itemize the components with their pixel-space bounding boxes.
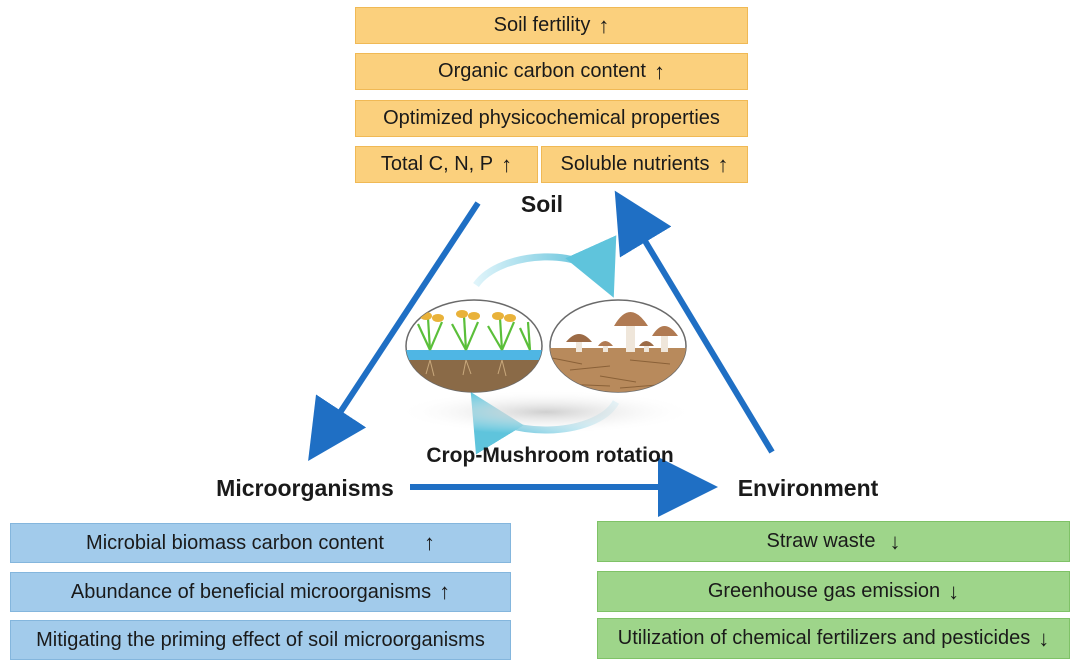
arrow-environment-to-soil <box>614 190 775 454</box>
up-arrow-icon: ↑ <box>439 579 451 604</box>
chemical-fertilizers-box: Utilization of chemical fertilizers and … <box>597 618 1070 659</box>
up-arrow-icon: ↑ <box>717 151 729 177</box>
microorganisms-title: Microorganisms <box>216 474 394 501</box>
down-arrow-icon: ↓ <box>889 528 901 554</box>
rice-field-illustration <box>405 299 543 393</box>
soil-title: Soil <box>520 190 564 217</box>
beneficial-microorganisms-box: Abundance of beneficial microorganisms ↑ <box>10 572 511 612</box>
soluble-nutrients-box: Soluble nutrients ↑ <box>541 146 748 183</box>
up-arrow-icon: ↑ <box>501 151 513 177</box>
down-arrow-icon: ↓ <box>1038 625 1050 651</box>
soil-item-label: Total C, N, P <box>380 153 494 175</box>
microbial-biomass-box: Microbial biomass carbon content ↑ <box>10 523 511 563</box>
micro-item-label: Microbial biomass carbon content <box>86 531 384 554</box>
micro-item-label: Abundance of beneficial microorganisms <box>70 580 432 603</box>
mushroom-illustration <box>549 299 687 393</box>
priming-effect-box: Mitigating the priming effect of soil mi… <box>10 620 511 660</box>
organic-carbon-box: Organic carbon content ↑ <box>355 53 748 90</box>
up-arrow-icon: ↑ <box>598 12 610 38</box>
env-item-label: Greenhouse gas emission <box>707 580 941 602</box>
straw-waste-box: Straw waste ↓ <box>597 521 1070 562</box>
env-item-label: Utilization of chemical fertilizers and … <box>617 627 1031 649</box>
physicochemical-box: Optimized physicochemical properties <box>355 100 748 137</box>
soil-item-label: Organic carbon content <box>438 60 646 82</box>
env-item-label: Straw waste <box>766 530 876 552</box>
environment-title: Environment <box>737 474 879 501</box>
greenhouse-gas-box: Greenhouse gas emission ↓ <box>597 571 1070 612</box>
center-title: Crop-Mushroom rotation <box>426 444 674 467</box>
soil-fertility-box: Soil fertility ↑ <box>355 7 748 44</box>
arrow-soil-to-microorganisms <box>308 201 481 462</box>
soil-item-label: Soil fertility <box>493 14 591 36</box>
up-arrow-icon: ↑ <box>653 58 665 84</box>
micro-item-label: Mitigating the priming effect of soil mi… <box>36 628 485 651</box>
soil-item-label: Soluble nutrients <box>560 153 710 175</box>
down-arrow-icon: ↓ <box>948 578 960 604</box>
total-cnp-box: Total C, N, P ↑ <box>355 146 538 183</box>
up-arrow-icon: ↑ <box>423 530 435 555</box>
soil-item-label: Optimized physicochemical properties <box>383 107 720 129</box>
cycle-arrow-top <box>473 235 617 298</box>
